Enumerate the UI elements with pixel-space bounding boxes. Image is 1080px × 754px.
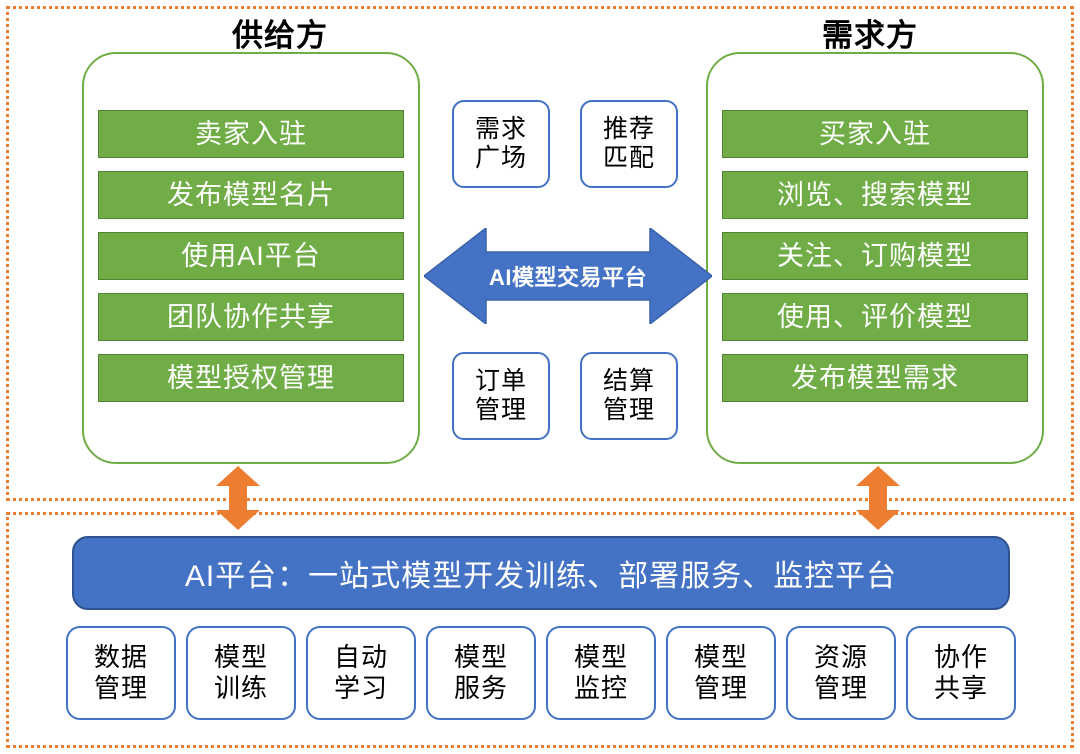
center-box-line1: 需求 xyxy=(474,114,527,143)
supply-side-group: 卖家入驻 发布模型名片 使用AI平台 团队协作共享 模型授权管理 xyxy=(82,52,420,464)
capability-line2: 学习 xyxy=(333,673,388,703)
center-box-settlement-management[interactable]: 结算 管理 xyxy=(580,352,678,440)
capability-line2: 训练 xyxy=(213,673,268,703)
capability-box[interactable]: 协作 共享 xyxy=(906,626,1016,720)
demand-item-list: 买家入驻 浏览、搜索模型 关注、订购模型 使用、评价模型 发布模型需求 xyxy=(708,54,1042,462)
capability-line1: 模型 xyxy=(573,641,628,672)
center-box-line2: 广场 xyxy=(474,144,527,172)
capability-box[interactable]: 模型 管理 xyxy=(666,626,776,720)
demand-item[interactable]: 关注、订购模型 xyxy=(722,232,1028,280)
capability-line1: 自动 xyxy=(333,641,388,672)
capability-line2: 共享 xyxy=(933,673,988,703)
capability-line2: 服务 xyxy=(453,673,508,703)
capability-box[interactable]: 数据 管理 xyxy=(66,626,176,720)
capability-box[interactable]: 自动 学习 xyxy=(306,626,416,720)
center-box-line1: 结算 xyxy=(602,366,655,395)
capability-box[interactable]: 模型 训练 xyxy=(186,626,296,720)
capability-line2: 监控 xyxy=(573,673,628,703)
center-box-recommend-match[interactable]: 推荐 匹配 xyxy=(580,100,678,188)
capability-line1: 协作 xyxy=(933,641,988,672)
center-box-line1: 推荐 xyxy=(602,114,655,143)
supply-side-title: 供给方 xyxy=(232,18,328,53)
capability-box[interactable]: 模型 服务 xyxy=(426,626,536,720)
capability-box[interactable]: 模型 监控 xyxy=(546,626,656,720)
supply-item[interactable]: 模型授权管理 xyxy=(98,354,404,402)
center-box-line2: 匹配 xyxy=(602,144,655,172)
supply-to-platform-arrow-icon xyxy=(216,466,260,530)
capability-line2: 管理 xyxy=(813,673,868,703)
center-box-demand-square[interactable]: 需求 广场 xyxy=(452,100,550,188)
center-box-line2: 管理 xyxy=(474,396,527,424)
capability-line2: 管理 xyxy=(93,673,148,703)
capability-line1: 数据 xyxy=(93,641,148,672)
supply-item[interactable]: 团队协作共享 xyxy=(98,293,404,341)
capability-line2: 管理 xyxy=(693,673,748,703)
ai-platform-bar[interactable]: AI平台：一站式模型开发训练、部署服务、监控平台 xyxy=(72,536,1010,610)
supply-item-list: 卖家入驻 发布模型名片 使用AI平台 团队协作共享 模型授权管理 xyxy=(84,54,418,462)
capability-line1: 模型 xyxy=(693,641,748,672)
center-box-line1: 订单 xyxy=(474,366,527,395)
supply-item[interactable]: 使用AI平台 xyxy=(98,232,404,280)
center-box-order-management[interactable]: 订单 管理 xyxy=(452,352,550,440)
demand-item[interactable]: 浏览、搜索模型 xyxy=(722,171,1028,219)
demand-to-platform-arrow-icon xyxy=(856,466,900,530)
demand-side-group: 买家入驻 浏览、搜索模型 关注、订购模型 使用、评价模型 发布模型需求 xyxy=(706,52,1044,464)
demand-side-title: 需求方 xyxy=(822,18,918,53)
supply-item[interactable]: 发布模型名片 xyxy=(98,171,404,219)
supply-item[interactable]: 卖家入驻 xyxy=(98,110,404,158)
capability-line1: 模型 xyxy=(213,641,268,672)
center-box-line2: 管理 xyxy=(602,396,655,424)
capability-line1: 资源 xyxy=(813,641,868,672)
capability-line1: 模型 xyxy=(453,641,508,672)
demand-item[interactable]: 使用、评价模型 xyxy=(722,293,1028,341)
platform-capability-row: 数据 管理 模型 训练 自动 学习 模型 服务 模型 监控 模型 管理 资源 管… xyxy=(66,626,1016,720)
ai-model-exchange-arrow: AI模型交易平台 xyxy=(424,228,712,324)
demand-item[interactable]: 买家入驻 xyxy=(722,110,1028,158)
capability-box[interactable]: 资源 管理 xyxy=(786,626,896,720)
demand-item[interactable]: 发布模型需求 xyxy=(722,354,1028,402)
